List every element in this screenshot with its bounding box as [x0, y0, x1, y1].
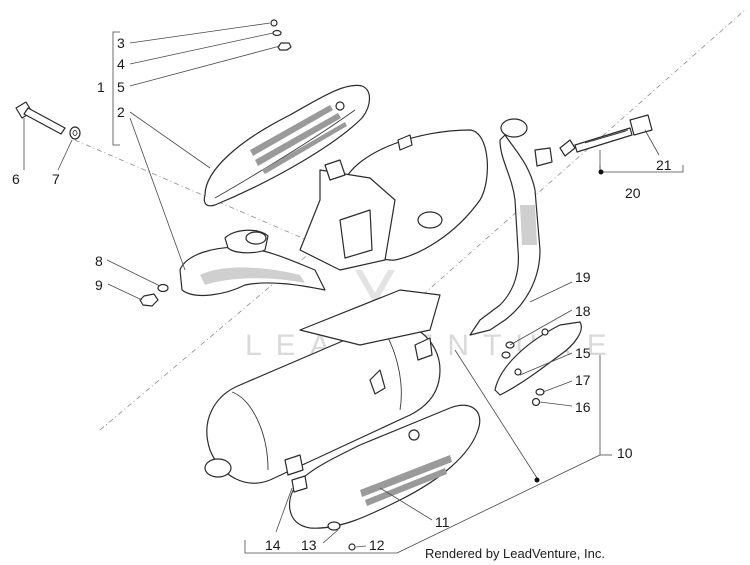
callout-4: 4	[117, 56, 125, 72]
callout-13: 13	[301, 537, 317, 553]
reference-dots	[534, 169, 604, 483]
callout-labels: 3 4 5 1 2 6 7 8 9 19 18 15 17 16 10 11 1…	[12, 35, 672, 553]
callout-15: 15	[575, 345, 591, 361]
callout-6: 6	[12, 171, 20, 187]
callout-12: 12	[369, 537, 385, 553]
callout-20: 20	[625, 185, 641, 201]
assembly-brackets	[112, 31, 684, 554]
callout-14: 14	[265, 537, 281, 553]
screw-washer-nut	[270, 19, 292, 51]
front-heat-shield	[494, 321, 582, 396]
callout-19: 19	[575, 269, 591, 285]
bolt-and-washer	[15, 101, 81, 140]
muffler-guard	[289, 404, 481, 531]
callout-2: 2	[117, 104, 125, 120]
oxygen-sensor	[559, 114, 653, 157]
leader-lines	[23, 22, 660, 548]
small-clamps	[284, 454, 356, 551]
upper-heat-shield	[203, 84, 371, 207]
main-muffler	[204, 289, 441, 484]
callout-11: 11	[435, 514, 450, 530]
callout-5: 5	[117, 79, 125, 95]
callout-8: 8	[95, 253, 103, 269]
washer-and-nut	[139, 283, 169, 307]
callout-18: 18	[575, 303, 591, 319]
callout-1: 1	[97, 79, 105, 95]
callout-3: 3	[117, 35, 125, 51]
callout-17: 17	[575, 372, 591, 388]
callout-9: 9	[95, 277, 103, 293]
callout-10: 10	[617, 445, 633, 461]
callout-21: 21	[656, 157, 672, 173]
callout-16: 16	[575, 399, 591, 415]
render-credit: Rendered by LeadVenture, Inc.	[425, 546, 605, 561]
rear-muffler	[299, 129, 489, 271]
callout-7: 7	[52, 171, 60, 187]
exhaust-manifold	[179, 229, 326, 296]
front-header-pipe	[469, 118, 553, 336]
